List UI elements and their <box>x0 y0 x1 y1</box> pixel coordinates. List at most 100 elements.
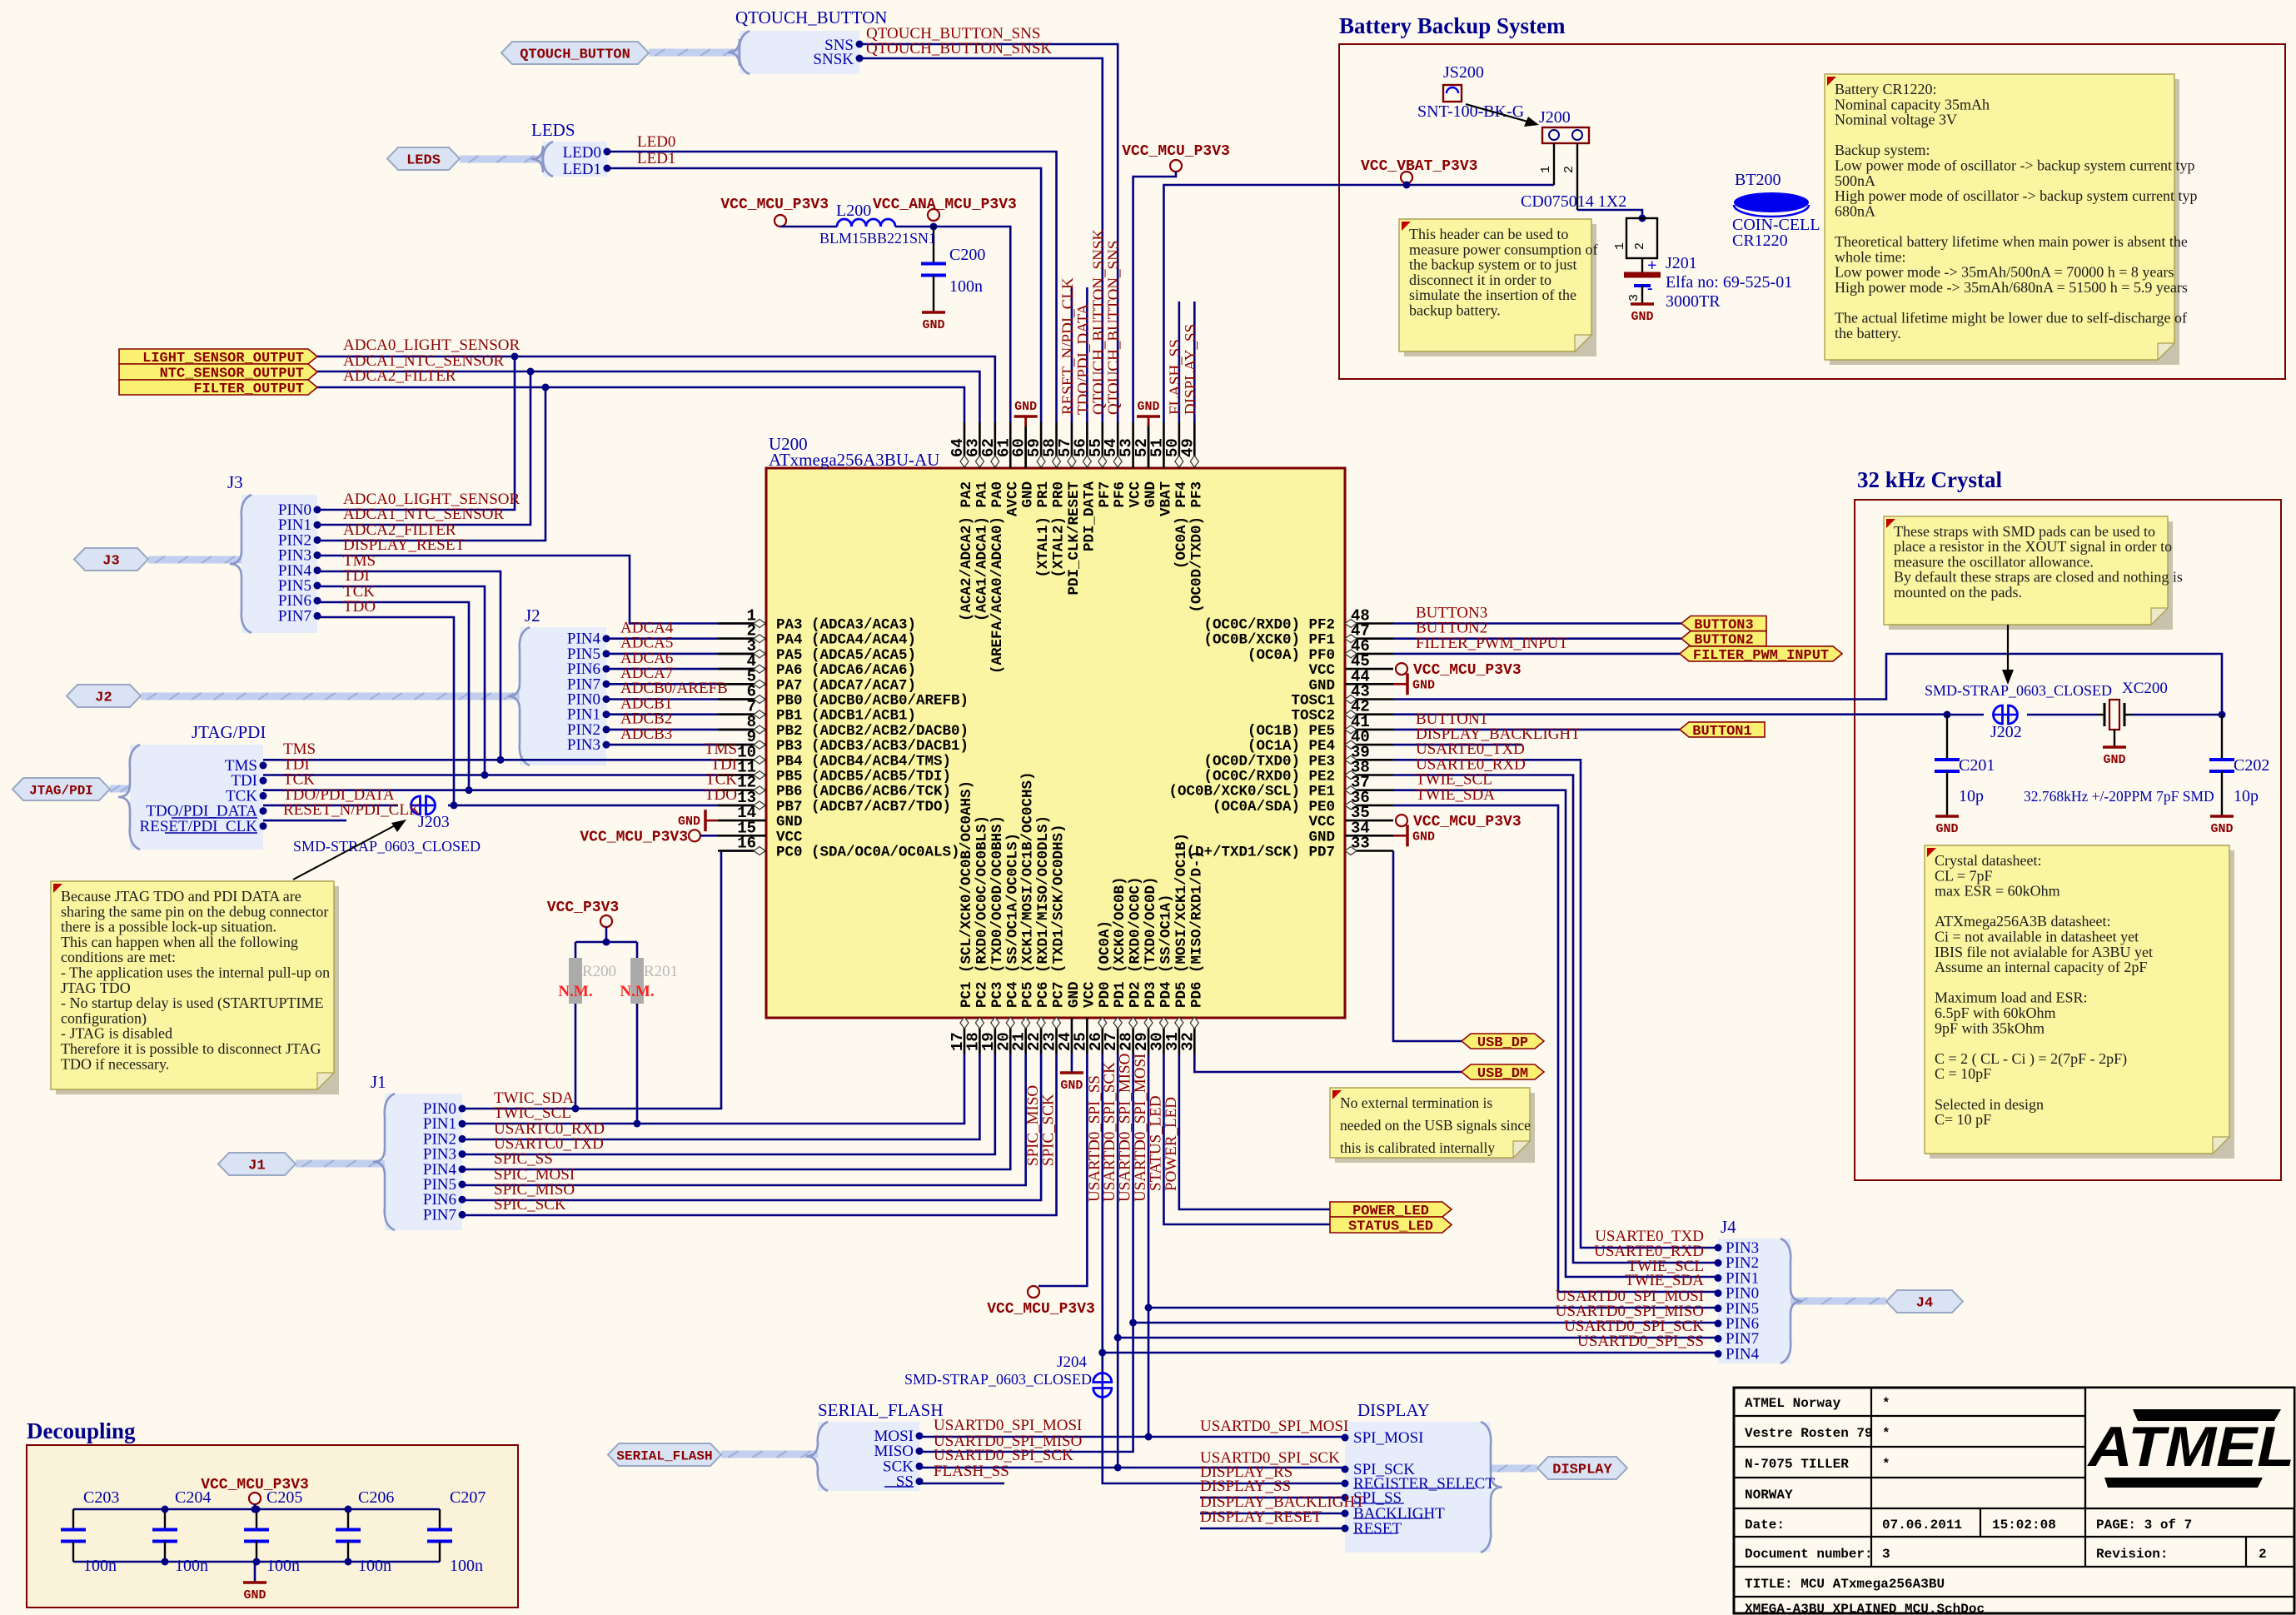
svg-text:*: * <box>1882 1457 1890 1472</box>
svg-text:USARTD0_SPI_SS: USARTD0_SPI_SS <box>1086 1075 1103 1202</box>
svg-text:C206: C206 <box>358 1488 394 1507</box>
svg-text:34: 34 <box>1351 819 1370 837</box>
svg-text:R201: R201 <box>644 963 678 980</box>
svg-text:46: 46 <box>1351 637 1370 655</box>
svg-text:PC6 (RXD1/MISO/OC0DLS): PC6 (RXD1/MISO/OC0DLS) <box>1035 815 1052 1008</box>
svg-text:PC1 (SCL/XCK0/OC0B/OC0AHS): PC1 (SCL/XCK0/OC0B/OC0AHS) <box>959 780 975 1008</box>
svg-text:(OC0B/XCK0) PF1: (OC0B/XCK0) PF1 <box>1203 632 1335 649</box>
svg-text:VCC: VCC <box>1308 662 1335 679</box>
svg-text:STATUS_LED: STATUS_LED <box>1348 1219 1433 1235</box>
svg-text:LED1: LED1 <box>637 150 675 167</box>
svg-text:USB_DP: USB_DP <box>1477 1035 1528 1051</box>
svg-text:GND: GND <box>922 318 944 332</box>
svg-text:55: 55 <box>1087 438 1105 457</box>
svg-text:USARTE0_TXD: USARTE0_TXD <box>1595 1228 1704 1245</box>
svg-text:DISPLAY_BACKLIGHT: DISPLAY_BACKLIGHT <box>1200 1493 1365 1511</box>
svg-text:PIN2: PIN2 <box>278 531 311 549</box>
svg-text:PF6: PF6 <box>1112 481 1128 508</box>
svg-text:USARTD0_SPI_MOSI: USARTD0_SPI_MOSI <box>1200 1418 1348 1435</box>
svg-text:C = 2 ( CL - Ci ) = 2(7pF - 2p: C = 2 ( CL - Ci ) = 2(7pF - 2pF) <box>1935 1050 2127 1068</box>
svg-text:VCC: VCC <box>776 829 803 845</box>
svg-text:3: 3 <box>1627 294 1641 302</box>
svg-text:(OC0D/TXD0) PE3: (OC0D/TXD0) PE3 <box>1203 753 1335 770</box>
svg-text:(OC0A) PF0: (OC0A) PF0 <box>1248 647 1335 664</box>
svg-text:J1: J1 <box>248 1159 265 1174</box>
svg-text:USARTD0_SPI_SS: USARTD0_SPI_SS <box>1577 1333 1704 1350</box>
svg-text:62: 62 <box>979 438 998 457</box>
svg-text:SPIC_SCK: SPIC_SCK <box>1040 1094 1058 1166</box>
svg-text:1: 1 <box>1613 242 1627 250</box>
svg-text:GND: GND <box>1935 822 1958 836</box>
svg-text:SPIC_SCK: SPIC_SCK <box>494 1196 566 1214</box>
svg-text:42: 42 <box>1351 698 1370 716</box>
svg-text:2: 2 <box>1562 166 1576 173</box>
svg-text:Assume an internal capacity of: Assume an internal capacity of 2pF <box>1935 959 2147 975</box>
svg-text:48: 48 <box>1351 607 1370 626</box>
svg-text:49: 49 <box>1178 438 1197 457</box>
svg-text:USARTD0_SPI_MISO: USARTD0_SPI_MISO <box>934 1433 1082 1450</box>
svg-text:J200: J200 <box>1539 108 1571 127</box>
svg-text:- No startup delay is used (ST: - No startup delay is used (STARTUPTIME <box>61 994 323 1012</box>
svg-text:PIN6: PIN6 <box>278 592 311 610</box>
svg-text:USARTD0_SPI_MISO: USARTD0_SPI_MISO <box>1117 1054 1134 1202</box>
svg-text:57: 57 <box>1056 438 1074 457</box>
svg-text:TDO/PDI_DATA: TDO/PDI_DATA <box>1074 303 1092 415</box>
svg-text:USARTD0_SPI_MISO: USARTD0_SPI_MISO <box>1556 1303 1704 1320</box>
svg-text:2: 2 <box>2259 1547 2267 1562</box>
svg-text:place a resistor in the XOUT s: place a resistor in the XOUT signal in o… <box>1894 538 2172 555</box>
svg-text:47: 47 <box>1351 622 1370 641</box>
svg-text:J3: J3 <box>227 472 243 492</box>
svg-text:52: 52 <box>1133 438 1151 457</box>
svg-text:PIN0: PIN0 <box>278 501 311 519</box>
svg-text:RESET_N/PDI_CLK: RESET_N/PDI_CLK <box>1059 277 1077 415</box>
svg-text:PIN4: PIN4 <box>1726 1345 1760 1363</box>
svg-text:TDI: TDI <box>231 772 257 790</box>
svg-text:MOSI: MOSI <box>874 1428 914 1445</box>
svg-text:100n: 100n <box>358 1557 391 1575</box>
svg-text:ADCA5: ADCA5 <box>620 635 673 652</box>
svg-text:PIN7: PIN7 <box>423 1206 456 1224</box>
svg-text:Nominal voltage 3V: Nominal voltage 3V <box>1835 112 1957 128</box>
svg-text:(OC0C/RXD0) PE2: (OC0C/RXD0) PE2 <box>1203 769 1335 785</box>
svg-text:C202: C202 <box>2234 756 2269 775</box>
svg-text:VCC: VCC <box>1308 814 1335 830</box>
svg-text:ATMEL Norway: ATMEL Norway <box>1745 1396 1841 1411</box>
svg-text:PIN5: PIN5 <box>423 1176 456 1194</box>
svg-text:C200: C200 <box>949 246 985 264</box>
svg-text:SMD-STRAP_0603_CLOSED: SMD-STRAP_0603_CLOSED <box>1925 682 2112 699</box>
svg-text:BT200: BT200 <box>1735 171 1781 189</box>
svg-text:SPIC_MOSI: SPIC_MOSI <box>494 1166 575 1184</box>
svg-text:27: 27 <box>1102 1032 1120 1051</box>
svg-text:ADCB0/AREFB: ADCB0/AREFB <box>620 680 728 697</box>
svg-text:10p: 10p <box>1959 787 1984 805</box>
svg-text:63: 63 <box>964 438 982 457</box>
svg-text:backup battery.: backup battery. <box>1409 302 1501 319</box>
svg-text:VCC_MCU_P3V3: VCC_MCU_P3V3 <box>720 197 829 213</box>
svg-text:ATMEL: ATMEL <box>2087 1415 2295 1478</box>
svg-text:GND: GND <box>1060 1079 1083 1093</box>
svg-text:VCC: VCC <box>1081 981 1098 1008</box>
svg-text:PAGE: 3 of 7: PAGE: 3 of 7 <box>2096 1518 2192 1533</box>
svg-text:GND: GND <box>1066 981 1083 1008</box>
svg-text:SPIC_MISO: SPIC_MISO <box>494 1181 575 1199</box>
svg-text:sharing the same pin on the de: sharing the same pin on the debug connec… <box>61 903 328 920</box>
svg-text:DISPLAY_SS: DISPLAY_SS <box>1182 324 1199 415</box>
svg-text:VCC_P3V3: VCC_P3V3 <box>547 900 619 916</box>
svg-text:2: 2 <box>1633 242 1647 250</box>
svg-text:PA4 (ADCA4/ACA4): PA4 (ADCA4/ACA4) <box>776 632 916 649</box>
svg-text:60: 60 <box>1010 438 1028 457</box>
svg-text:USARTC0_TXD: USARTC0_TXD <box>494 1135 604 1153</box>
svg-text:44: 44 <box>1351 667 1370 685</box>
svg-text:(OC0C/RXD0) PF2: (OC0C/RXD0) PF2 <box>1203 617 1335 634</box>
svg-text:(ACA2/ADCA2) PA2: (ACA2/ADCA2) PA2 <box>959 481 975 621</box>
svg-text:PB6 (ADCB6/ACB6/TCK): PB6 (ADCB6/ACB6/TCK) <box>776 784 951 800</box>
svg-text:JS200: JS200 <box>1443 63 1484 82</box>
svg-text:USARTE0_RXD: USARTE0_RXD <box>1594 1243 1704 1260</box>
svg-text:L200: L200 <box>836 202 871 220</box>
svg-text:mounted on the pads.: mounted on the pads. <box>1894 584 2022 601</box>
svg-text:680nA: 680nA <box>1835 202 1875 219</box>
svg-text:PIN1: PIN1 <box>423 1115 456 1133</box>
svg-text:PD4 (SS/OC1A): PD4 (SS/OC1A) <box>1158 894 1174 1008</box>
svg-text:GND: GND <box>1631 310 1653 324</box>
svg-text:U200: U200 <box>769 434 808 454</box>
